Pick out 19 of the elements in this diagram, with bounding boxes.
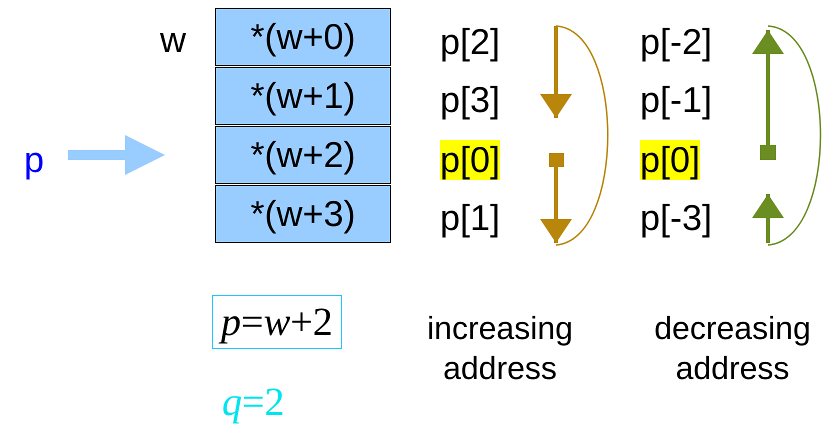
memory-cell: *(w+2) — [215, 126, 391, 184]
caption-text: increasing address — [426, 309, 574, 388]
index-label: p[-1] — [640, 80, 712, 120]
formula-text: q=2 — [222, 382, 285, 422]
memory-cell: *(w+3) — [215, 185, 391, 243]
arrow — [68, 135, 165, 175]
index-label: p[0] — [640, 140, 700, 180]
array-name-label: w — [160, 20, 186, 60]
formula-box: p=w+2 — [212, 295, 342, 349]
pointer-label: p — [24, 140, 44, 180]
index-label: p[2] — [440, 22, 500, 62]
index-label: p[-3] — [640, 198, 712, 238]
memory-cell: *(w+0) — [215, 8, 391, 66]
index-label: p[0] — [440, 140, 500, 180]
index-label: p[-2] — [640, 22, 712, 62]
index-label: p[3] — [440, 80, 500, 120]
caption-text: decreasing address — [653, 309, 812, 388]
memory-cell: *(w+1) — [215, 67, 391, 125]
index-label: p[1] — [440, 198, 500, 238]
